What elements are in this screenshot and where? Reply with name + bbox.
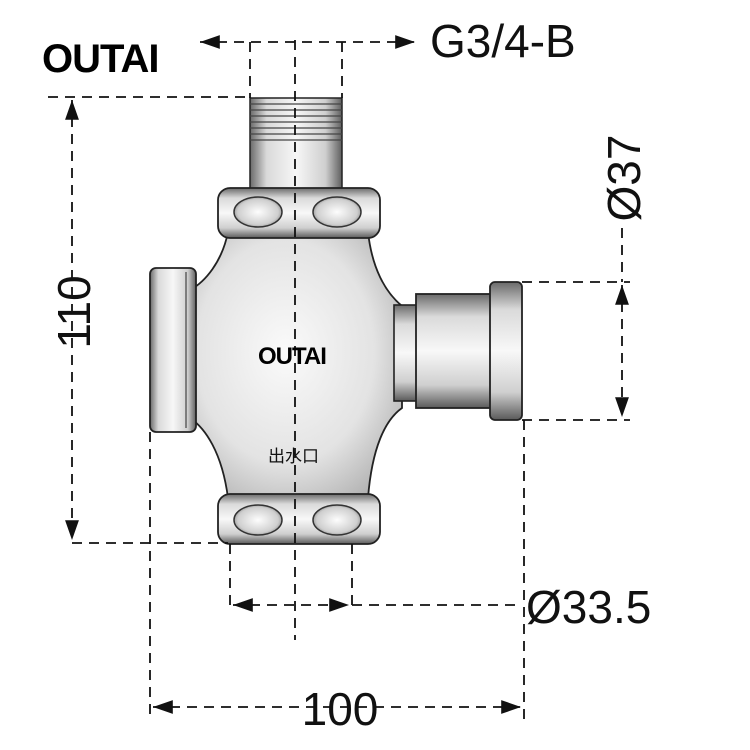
body-marking: 出水口 [268, 447, 319, 467]
body-logo: OUTAI [258, 343, 326, 370]
left-port [149, 267, 197, 433]
thread-spec-label: G3/4-B [430, 15, 576, 67]
nut-diameter-label: Ø33.5 [526, 581, 651, 633]
valve-body [149, 97, 523, 545]
nut-hole [312, 196, 362, 228]
nut-hole [233, 504, 283, 536]
outlet-pipe [415, 293, 495, 409]
nut-hole [233, 196, 283, 228]
threaded-inlet [249, 97, 343, 194]
thread-lines [250, 103, 342, 141]
brand-logo: OUTAI [42, 37, 158, 81]
outlet-cap [489, 281, 523, 421]
nut-hole [312, 504, 362, 536]
width-label: 100 [302, 683, 379, 735]
outlet-diameter-label: Ø37 [598, 135, 650, 222]
outlet-collar [393, 304, 419, 402]
dimension-lines [48, 35, 630, 720]
height-label: 110 [48, 275, 100, 348]
